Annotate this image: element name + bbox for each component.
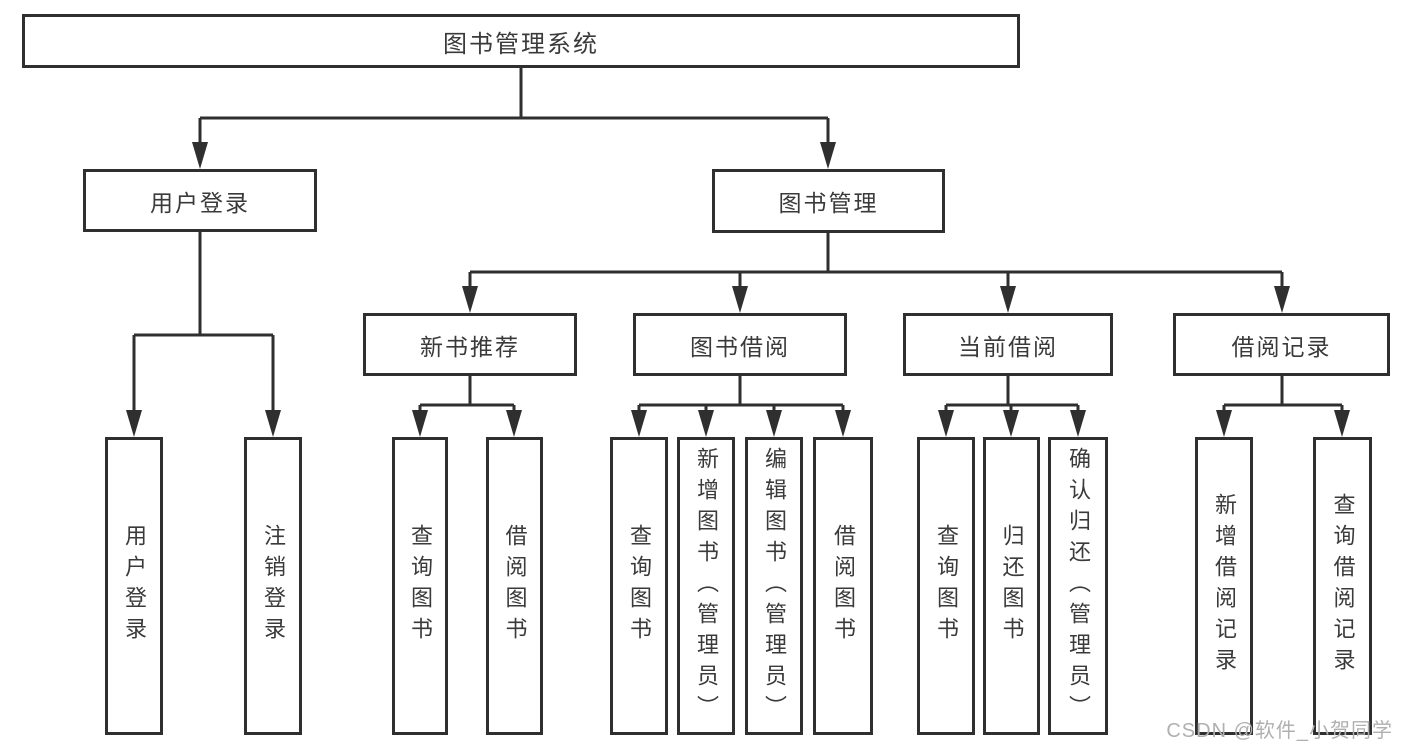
leaf-cb-confirm-return-admin: 确认归还（管理员） xyxy=(1048,437,1108,735)
leaf-bb-add-books-admin: 新增图书（管理员） xyxy=(677,437,735,735)
arrowhead xyxy=(766,410,782,437)
leaf-cb-query-books: 查询图书 xyxy=(917,437,975,735)
arrowhead xyxy=(265,410,281,437)
arrowhead xyxy=(506,410,522,437)
arrowhead xyxy=(1274,286,1290,313)
arrowhead xyxy=(462,286,478,313)
arrowhead xyxy=(1000,286,1016,313)
csdn-watermark: CSDN @软件_小贺同学 xyxy=(1166,720,1393,742)
arrowhead xyxy=(938,410,954,437)
arrowhead xyxy=(732,286,748,313)
arrowhead xyxy=(1216,410,1232,437)
leaf-bb-borrow-books: 借阅图书 xyxy=(813,437,873,735)
connector-new-book-branch xyxy=(418,376,516,412)
leaf-user-login: 用户登录 xyxy=(105,437,163,735)
leaf-br-query-record: 查询借阅记录 xyxy=(1313,437,1372,735)
node-root: 图书管理系统 xyxy=(22,14,1020,68)
connector-book-mgmt-branch xyxy=(468,233,1284,288)
node-current-borrowing: 当前借阅 xyxy=(903,313,1113,376)
node-new-book-recommend: 新书推荐 xyxy=(363,313,577,376)
leaf-label: 查询图书 xyxy=(934,524,959,648)
arrowhead xyxy=(1070,410,1086,437)
arrowhead xyxy=(820,142,836,169)
leaf-bb-query-books: 查询图书 xyxy=(610,437,668,735)
connector-borrow-records-branch xyxy=(1222,376,1344,412)
connector-root-branch xyxy=(198,68,830,144)
connector-current-borrow-branch xyxy=(944,376,1080,412)
leaf-label: 查询图书 xyxy=(408,524,433,648)
leaf-label: 新增图书（管理员） xyxy=(694,446,719,726)
leaf-nbr-query-books: 查询图书 xyxy=(392,437,448,735)
node-user-login: 用户登录 xyxy=(83,169,317,232)
leaf-nbr-borrow-books: 借阅图书 xyxy=(486,437,543,735)
node-book-borrowing: 图书借阅 xyxy=(633,313,847,376)
leaf-label: 注销登录 xyxy=(261,524,286,648)
leaf-label: 用户登录 xyxy=(122,524,147,648)
arrowhead xyxy=(698,410,714,437)
leaf-br-add-record: 新增借阅记录 xyxy=(1195,437,1253,735)
leaf-label: 借阅图书 xyxy=(831,524,856,648)
connector-user-login-branch xyxy=(132,232,275,412)
node-borrow-records: 借阅记录 xyxy=(1173,313,1390,376)
leaf-label: 借阅图书 xyxy=(502,524,528,648)
leaf-logout: 注销登录 xyxy=(244,437,302,735)
arrowhead xyxy=(631,410,647,437)
leaf-label: 归还图书 xyxy=(999,524,1025,648)
leaf-label: 编辑图书（管理员） xyxy=(762,446,787,726)
leaf-label: 确认归还（管理员） xyxy=(1066,446,1091,726)
leaf-label: 查询图书 xyxy=(627,524,652,648)
arrowhead xyxy=(192,142,208,169)
arrowhead xyxy=(1003,410,1019,437)
connector-book-borrow-branch xyxy=(637,376,845,412)
leaf-cb-return-books: 归还图书 xyxy=(983,437,1040,735)
arrowhead xyxy=(1334,410,1350,437)
arrowhead xyxy=(126,410,142,437)
leaf-label: 查询借阅记录 xyxy=(1330,493,1356,679)
leaf-label: 新增借阅记录 xyxy=(1212,493,1237,679)
arrowhead xyxy=(835,410,851,437)
leaf-bb-edit-books-admin: 编辑图书（管理员） xyxy=(745,437,803,735)
arrowhead xyxy=(412,410,428,437)
node-book-management: 图书管理 xyxy=(712,169,945,233)
